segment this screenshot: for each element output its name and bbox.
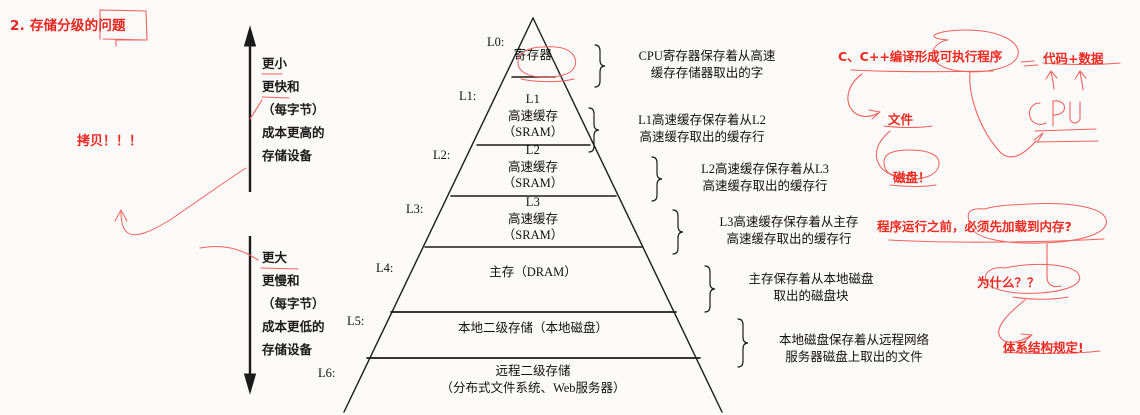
level-tick-l1: L1: (459, 89, 477, 103)
arrow-to-cpu-left (1050, 71, 1055, 90)
why-to-arch-curve (998, 299, 1031, 343)
description-l4-line1: 主存保存着从本地磁盘 (748, 272, 874, 286)
file-pointer-curve (847, 73, 879, 117)
annotation-copy: 拷贝！！！ (77, 134, 143, 149)
level-tick-l4: L4: (376, 261, 394, 275)
axis-label-bigger-slower: 更大 更慢和 （每字节） 成本更低的 存储设备 (262, 246, 325, 361)
description-l1-line1: L1高速缓存保存着从L2 (638, 113, 766, 127)
squiggle-bigger (199, 245, 259, 261)
cpu-box-arrow (1033, 132, 1044, 142)
copy-arrow-ink (120, 167, 247, 236)
level-content-l6: 远程二级存储 （分布式文件系统、Web服务器） (398, 363, 668, 396)
axis-top-line3: （每字节） (262, 102, 325, 117)
description-l5-line1: 本地磁盘保存着从远程网络 (778, 333, 929, 347)
axis-bottom-line2: 更慢和 (262, 273, 300, 288)
level-l6-sub: （分布式文件系统、Web服务器） (440, 380, 626, 395)
load-to-why-line (1046, 243, 1062, 288)
cpu-sketch-ink (1028, 100, 1081, 127)
level-tick-l2: L2: (433, 148, 451, 162)
axis-bottom-line1: 更大 (262, 250, 288, 265)
annotation-file: 文件 (888, 112, 914, 127)
level-content-l3: L3 高速缓存 （SRAM） (473, 194, 593, 244)
level-l2-sub: 高速缓存 (507, 159, 558, 174)
tick-faster (249, 99, 263, 120)
axis-top-line1: 更小 (262, 56, 288, 71)
level-tick-l5: L5: (347, 314, 365, 328)
arrow-to-cpu-right-head (1074, 70, 1087, 80)
level-tick-l3: L3: (406, 202, 424, 216)
copy-arrow-head (114, 209, 128, 222)
level-l6-name: 远程二级存储 (495, 364, 571, 378)
annotation-why: 为什么？？ (977, 275, 1040, 290)
arrow-bigger-slower (243, 236, 257, 395)
compile-underline-ink (850, 69, 994, 73)
level-content-l5: 本地二级存储（本地磁盘） (423, 320, 643, 337)
description-l0: CPU寄存器保存着从高速 缓存存储器取出的字 (612, 48, 802, 82)
description-l1-line2: 高速缓存取出的缓存行 (639, 130, 765, 144)
description-l3-line2: 高速缓存取出的缓存行 (726, 232, 852, 246)
annotation-code-and-data: 代码+数据 (1043, 51, 1104, 66)
annotation-architecture: 体系结构规定! (1003, 340, 1084, 355)
brace-l2 (651, 156, 663, 202)
axis-bottom-line5: 存储设备 (262, 342, 313, 357)
level-l1-sub2: （SRAM） (502, 125, 564, 139)
axis-label-smaller-faster: 更小 更快和 （每字节） 成本更高的 存储设备 (262, 52, 325, 167)
level-l1-sub: 高速缓存 (507, 108, 558, 123)
arrow-to-cpu-left-head (1045, 70, 1058, 80)
level-l3-sub: 高速缓存 (507, 211, 558, 226)
annotation-load-to-memory: 程序运行之前，必须先加载到内存? (877, 219, 1072, 234)
brace-l0 (594, 44, 606, 88)
level-l5-name: 本地二级存储（本地磁盘） (457, 321, 608, 335)
description-l2-line1: L2高速缓存保存着从L3 (701, 162, 829, 176)
level-l4-name: 主存（DRAM） (489, 265, 577, 279)
file-pointer-head (868, 109, 881, 120)
description-l2: L2高速缓存保存着从L3 高速缓存取出的缓存行 (670, 161, 860, 195)
description-l3: L3高速缓存保存着从主存 高速缓存取出的缓存行 (691, 214, 887, 248)
brace-l4 (704, 265, 716, 313)
level-l2-sub2: （SRAM） (502, 176, 564, 190)
load-underline-ink (888, 238, 1105, 243)
level-content-l4: 主存（DRAM） (453, 264, 613, 281)
axis-top-line4: 成本更高的 (262, 125, 325, 140)
level-l1-name: L1 (525, 92, 541, 106)
description-l4-line2: 取出的磁盘块 (773, 289, 849, 303)
axis-bottom-line3: （每字节） (262, 296, 325, 311)
description-l2-line2: 高速缓存取出的缓存行 (702, 179, 828, 193)
annotation-disk: 磁盘！ (893, 170, 931, 185)
description-l3-line1: L3高速缓存保存着从主存 (719, 215, 859, 229)
page-title: 2. 存储分级的问题 (10, 18, 126, 34)
title-underline-ink (102, 38, 147, 41)
level-l3-name: L3 (525, 195, 541, 209)
brace-l3 (672, 209, 684, 255)
description-l5-line2: 服务器磁盘上取出的文件 (785, 350, 923, 364)
arrow-smaller-faster (243, 25, 257, 192)
compile-to-file-curve (969, 71, 1037, 158)
level-tick-l0: L0: (487, 35, 505, 49)
compile-dash-ink (1020, 60, 1039, 67)
cpu-box-bottom (1034, 140, 1099, 143)
axis-top-line2: 更快和 (262, 79, 300, 94)
level-content-l1: L1 高速缓存 （SRAM） (473, 91, 593, 141)
level-tick-l6: L6: (318, 366, 336, 380)
level-content-l2: L2 高速缓存 （SRAM） (473, 142, 593, 192)
cpu-box-top (1034, 128, 1097, 132)
axis-top-line5: 存储设备 (262, 148, 313, 163)
axis-bottom-line4: 成本更低的 (262, 319, 325, 334)
description-l4: 主存保存着从本地磁盘 取出的磁盘块 (723, 271, 899, 305)
level-l2-name: L2 (525, 143, 541, 157)
brace-l5 (737, 318, 749, 368)
level-l3-sub2: （SRAM） (502, 228, 564, 242)
description-l0-line2: 缓存存储器取出的字 (650, 66, 764, 80)
annotation-compile: C、C++编译形成可执行程序 (838, 49, 1003, 64)
description-l0-line1: CPU寄存器保存着从高速 (638, 49, 776, 63)
arrow-to-cpu-right (1079, 71, 1084, 91)
register-underline-ink (520, 78, 575, 83)
description-l1: L1高速缓存保存着从L2 高速缓存取出的缓存行 (607, 112, 797, 146)
description-l5: 本地磁盘保存着从远程网络 服务器磁盘上取出的文件 (752, 332, 956, 366)
why-underline-ink (1012, 296, 1069, 300)
